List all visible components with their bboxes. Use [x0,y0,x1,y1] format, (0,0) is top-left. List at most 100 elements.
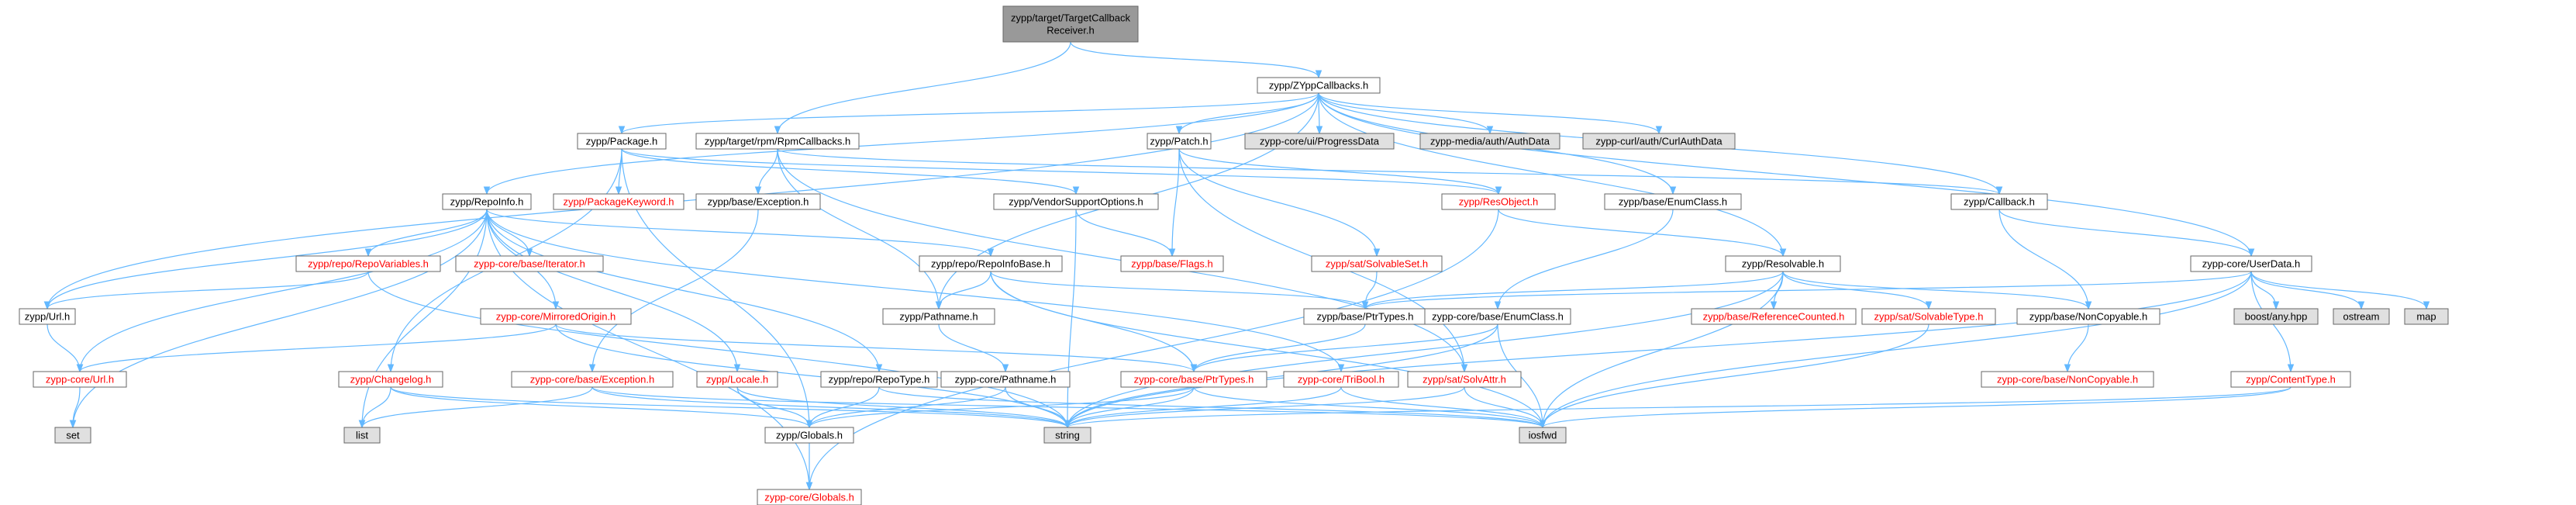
edge-coreptrtypes-to-globals [809,386,1195,428]
node-string: string [1043,427,1091,444]
node-box [1120,255,1224,272]
node-box [480,308,632,325]
edge-arrowhead [618,126,626,135]
node-changelog[interactable]: zypp/Changelog.h [338,371,443,388]
node-rpmcallbacks[interactable]: zypp/target/rpm/RpmCallbacks.h [695,133,860,150]
node-coreurl[interactable]: zypp-core/Url.h [33,371,127,388]
node-globals[interactable]: zypp/Globals.h [764,427,854,444]
edge-callback-to-noncopyable [1998,209,2089,310]
node-corebaseenumclass[interactable]: zypp-core/base/EnumClass.h [1424,308,1571,325]
edge-repoinfo-to-coreurl [79,209,488,372]
node-baseexception[interactable]: zypp/base/Exception.h [695,193,821,210]
node-coreiterator[interactable]: zypp-core/base/Iterator.h [455,255,604,272]
edge-corepathname-to-globals [809,386,1006,428]
edge-arrowhead [1190,364,1198,373]
node-corepathname[interactable]: zypp-core/Pathname.h [940,371,1071,388]
node-label: zypp-core/UserData.h [2202,258,2300,269]
node-iosfwd: iosfwd [1519,427,1567,444]
node-label: zypp/Patch.h [1150,135,1208,147]
node-locale[interactable]: zypp/Locale.h [696,371,778,388]
node-repotype[interactable]: zypp/repo/RepoType.h [820,371,938,388]
node-box [882,308,995,325]
node-box [1604,193,1742,210]
node-callback[interactable]: zypp/Callback.h [1950,193,2048,210]
node-label: zypp/base/EnumClass.h [1619,195,1727,207]
node-noncopyable[interactable]: zypp/base/NonCopyable.h [2016,308,2160,325]
node-coreglobals[interactable]: zypp-core/Globals.h [757,489,862,505]
edge-mirroredorigin-to-coreptrtypes [555,323,1195,372]
edge-reporepovars-to-url [47,271,369,310]
node-label: zypp-core/base/Iterator.h [474,258,585,269]
edge-repoinfobase-to-pathname [938,271,991,310]
node-repoinfobase[interactable]: zypp/repo/RepoInfoBase.h [919,255,1063,272]
node-repoinfo[interactable]: zypp/RepoInfo.h [442,193,532,210]
node-box [1043,427,1091,444]
edge-reporepovars-to-string [367,271,1068,428]
edge-root-to-rpmcallbacks [777,41,1071,134]
node-refcounted[interactable]: zypp/base/ReferenceCounted.h [1691,308,1857,325]
node-contenttype[interactable]: zypp/ContentType.h [2230,371,2351,388]
node-label: zypp-core/Url.h [46,373,114,385]
node-label: zypp-core/ui/ProgressData [1260,135,1380,147]
node-box [2190,255,2312,272]
node-patch[interactable]: zypp/Patch.h [1147,133,1212,150]
edge-arrowhead [588,364,596,373]
node-solvattr[interactable]: zypp/sat/SolvAttr.h [1407,371,1522,388]
edge-coreptrtypes-to-iosfwd [1193,386,1543,428]
node-resobject[interactable]: zypp/ResObject.h [1441,193,1556,210]
node-resolvable[interactable]: zypp/Resolvable.h [1725,255,1841,272]
node-box [54,427,91,444]
node-label: map [2416,310,2436,322]
node-corenoncopyable[interactable]: zypp-core/base/NonCopyable.h [1981,371,2154,388]
node-packagekeyword[interactable]: zypp/PackageKeyword.h [553,193,685,210]
node-userdata[interactable]: zypp-core/UserData.h [2190,255,2312,272]
node-label: zypp-core/base/PtrTypes.h [1134,373,1254,385]
edge-arrowhead [1925,301,1933,310]
edge-mirroredorigin-to-coreurl [79,323,557,372]
edge-solvabletype-to-iosfwd [1542,323,1929,428]
node-ostream: ostream [2333,308,2390,325]
edge-package-to-resobject [621,148,1499,195]
node-mediaauth: zypp-media/auth/AuthData [1419,133,1560,150]
node-coreexception[interactable]: zypp-core/base/Exception.h [511,371,674,388]
node-label: zypp/sat/SolvableType.h [1874,310,1984,322]
node-baseptrtypes[interactable]: zypp/base/PtrTypes.h [1303,308,1427,325]
edge-arrowhead [1361,301,1369,310]
node-box [1419,133,1560,150]
node-baseenumclass[interactable]: zypp/base/EnumClass.h [1604,193,1742,210]
edge-patch-to-resobject [1178,148,1499,195]
node-tribool[interactable]: zypp-core/TriBool.h [1283,371,1399,388]
node-label: zypp/base/Flags.h [1131,258,1213,269]
node-box [2404,308,2449,325]
edge-arrowhead [1669,186,1677,195]
node-zyppcallbacks[interactable]: zypp/ZYppCallbacks.h [1257,77,1381,94]
node-url[interactable]: zypp/Url.h [19,308,76,325]
node-vendorsupport[interactable]: zypp/VendorSupportOptions.h [993,193,1159,210]
node-coreptrtypes[interactable]: zypp-core/base/PtrTypes.h [1120,371,1267,388]
node-label: zypp-core/base/EnumClass.h [1432,310,1564,322]
edge-arrowhead [69,420,77,429]
node-box [993,193,1159,210]
node-box [2016,308,2160,325]
node-label: zypp/target/TargetCallback [1011,12,1130,23]
edge-contenttype-to-iosfwd [1542,386,2292,428]
node-label: zypp/RepoInfo.h [450,195,524,207]
node-baseflags[interactable]: zypp/base/Flags.h [1120,255,1224,272]
node-box [33,371,127,388]
node-box [757,489,862,505]
node-box [696,371,778,388]
node-pathname[interactable]: zypp/Pathname.h [882,308,995,325]
edge-arrowhead [754,186,762,195]
node-mirroredorigin[interactable]: zypp-core/MirroredOrigin.h [480,308,632,325]
node-label: zypp/ResObject.h [1459,195,1539,207]
node-box [1257,77,1381,94]
node-box [2333,308,2390,325]
node-label: zypp/repo/RepoVariables.h [308,258,429,269]
node-reporepovars[interactable]: zypp/repo/RepoVariables.h [295,255,441,272]
node-package[interactable]: zypp/Package.h [577,133,667,150]
edge-arrowhead [1460,364,1468,373]
node-solvableset[interactable]: zypp/sat/SolvableSet.h [1311,255,1443,272]
node-label: zypp/Package.h [586,135,658,147]
node-solvabletype[interactable]: zypp/sat/SolvableType.h [1861,308,1996,325]
edge-solvattr-to-string [1067,386,1465,428]
